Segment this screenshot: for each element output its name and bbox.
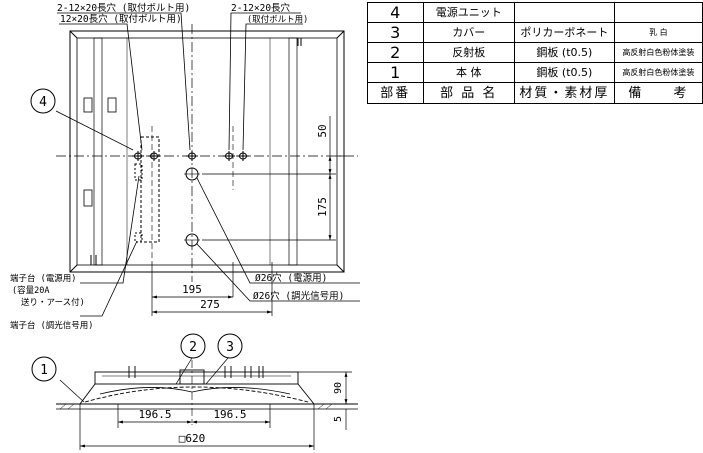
- plan-dimensions: [151, 116, 344, 316]
- terminal-feed-label: 送り・アース付): [21, 297, 85, 308]
- dim-90: 90: [333, 382, 344, 394]
- section-view: [56, 360, 358, 425]
- right-flange: [288, 37, 298, 266]
- terminal-dimming-label: 端子台 (調光信号用): [10, 320, 93, 331]
- callout-3: 3: [226, 340, 234, 355]
- dim-275: 275: [200, 298, 220, 311]
- part-material: [514, 2, 615, 23]
- dim-196-5-right: 196.5: [213, 408, 246, 421]
- part-remarks: 乳 白: [613, 22, 703, 43]
- part-remarks: 高反射白色粉体塗装: [613, 62, 703, 83]
- section-dimensions: [59, 357, 352, 450]
- annotations: 2-12×20長穴 (取付ボルト用) 12×20長穴 (取付ボルト用) 2-12…: [10, 2, 344, 331]
- body-section: [94, 371, 299, 385]
- parts-row: 2 反射板 鋼板 (t0.5) 高反射白色粉体塗装: [367, 42, 703, 63]
- header-remarks: 備 考: [613, 82, 703, 104]
- part-name: カバー: [422, 22, 516, 43]
- header-part-number: 部番: [367, 82, 424, 104]
- mounting-slots: [132, 151, 249, 161]
- dim-196-5-left: 196.5: [138, 408, 171, 421]
- part-material: 鋼板 (t0.5): [514, 62, 615, 83]
- header-material: 材質・素材厚: [514, 82, 615, 104]
- slot-right-sub-label: (取付ボルト用): [247, 14, 308, 25]
- part-name: 本 体: [422, 62, 516, 83]
- part-number: 4: [367, 2, 424, 23]
- parts-header-row: 部番 部 品 名 材質・素材厚 備 考: [367, 82, 703, 104]
- dim-5: 5: [333, 416, 344, 422]
- part-material: ポリカーボネート: [514, 22, 615, 43]
- callout-2-circle: [180, 333, 206, 359]
- left-flange: [93, 37, 103, 266]
- part-name: 電源ユニット: [422, 2, 516, 23]
- dim-195: 195: [182, 283, 202, 296]
- part-number: 2: [367, 42, 424, 63]
- callout-3-circle: [217, 333, 243, 359]
- part-number: 1: [367, 62, 424, 83]
- parts-row: 1 本 体 鋼板 (t0.5) 高反射白色粉体塗装: [367, 62, 703, 83]
- terminal-capacity-label: (容量20A: [12, 285, 49, 296]
- callout-1-circle: [31, 356, 57, 382]
- part-remarks: [613, 2, 703, 23]
- dim-620: □620: [179, 432, 206, 445]
- terminal-power-label: 端子台 (電源用): [10, 273, 76, 284]
- dimension-labels: 195 275 50 175 196.5 196.5 □620 90 5: [138, 124, 344, 445]
- power-unit-outline: [140, 136, 160, 243]
- cover-section: [84, 386, 309, 403]
- body-inner-frame: [76, 37, 338, 266]
- part-remarks: 高反射白色粉体塗装: [613, 42, 703, 63]
- part-number: 3: [367, 22, 424, 43]
- header-part-name: 部 品 名: [422, 82, 516, 104]
- slot-left-b-label: 12×20長穴 (取付ボルト用): [60, 13, 182, 25]
- hole-power-label: Ø26穴 (電源用): [255, 272, 327, 284]
- dim-175: 175: [316, 197, 329, 217]
- dim-50: 50: [316, 124, 329, 137]
- callout-4-circle: [30, 88, 56, 114]
- part-name: 反射板: [422, 42, 516, 63]
- part-material: 鋼板 (t0.5): [514, 42, 615, 63]
- plan-view: [56, 24, 358, 282]
- callout-4: 4: [39, 95, 47, 110]
- plan-leaders: [55, 12, 360, 317]
- slot-right-label: 2-12×20長穴: [231, 2, 291, 14]
- callout-2: 2: [189, 340, 197, 355]
- body-outline: [69, 30, 345, 273]
- parts-table: 4 電源ユニット 3 カバー ポリカーボネート 乳 白 2 反射板 鋼板 (t0…: [367, 2, 703, 104]
- parts-row: 3 カバー ポリカーボネート 乳 白: [367, 22, 703, 43]
- parts-row: 4 電源ユニット: [367, 2, 703, 23]
- slot-left-a-label: 2-12×20長穴 (取付ボルト用): [57, 2, 190, 14]
- hole-dimming-label: Ø26穴 (調光信号用): [253, 290, 344, 302]
- callout-1: 1: [40, 363, 48, 378]
- callouts: 4 1 2 3: [30, 88, 243, 382]
